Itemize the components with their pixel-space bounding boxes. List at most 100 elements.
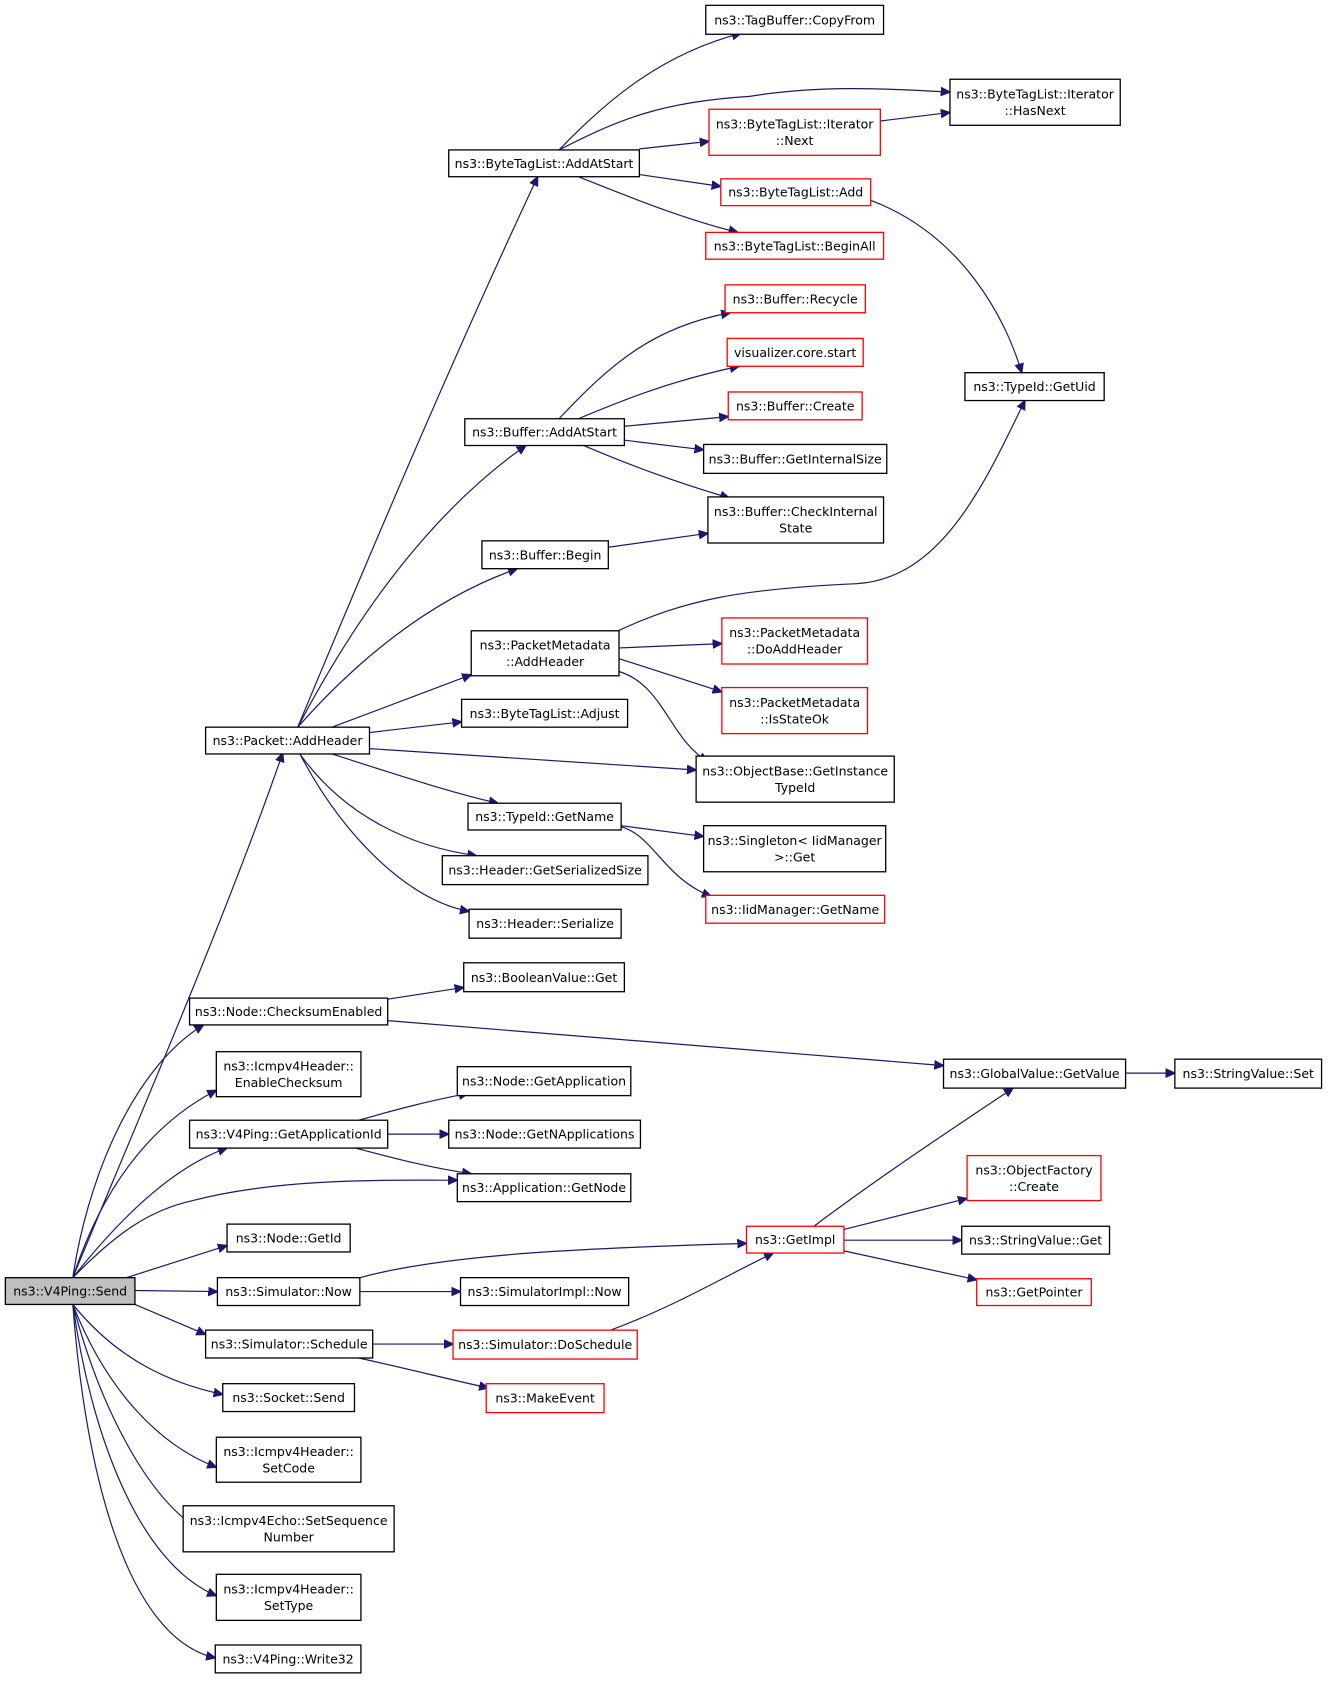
node-pm-isstateok[interactable]: ns3::PacketMetadata::IsStateOk: [721, 686, 869, 735]
node-makeevent[interactable]: ns3::MakeEvent: [485, 1383, 605, 1414]
edge-send-to-addheader: [73, 753, 283, 1278]
node-label: ::HasNext: [1005, 103, 1066, 118]
node-node-checksum[interactable]: ns3::Node::ChecksumEnabled: [188, 997, 389, 1026]
edge-bt_addatstart-to-bt_add: [639, 175, 720, 187]
node-typeid-getname[interactable]: ns3::TypeId::GetName: [467, 802, 622, 831]
node-buf-begin[interactable]: ns3::Buffer::Begin: [481, 540, 609, 570]
node-box: [468, 908, 622, 939]
node-getpointer[interactable]: ns3::GetPointer: [976, 1278, 1092, 1307]
node-label: ns3::Node::ChecksumEnabled: [195, 1004, 382, 1019]
node-label: ns3::Buffer::Recycle: [733, 291, 858, 306]
node-bt-beginall[interactable]: ns3::ByteTagList::BeginAll: [705, 231, 885, 260]
edge-line: [619, 671, 708, 761]
edge-line: [73, 1148, 227, 1278]
node-label: ::AddHeader: [506, 654, 585, 669]
edge-typeid_getname-to-singleton_get: [621, 826, 703, 837]
node-node-getnapps[interactable]: ns3::Node::GetNApplications: [448, 1119, 642, 1149]
node-buf-addatstart[interactable]: ns3::Buffer::AddAtStart: [464, 418, 626, 447]
edge-line: [610, 1253, 773, 1330]
edge-sim_now-to-getimpl: [360, 1243, 747, 1277]
node-tag-copyfrom[interactable]: ns3::TagBuffer::CopyFrom: [705, 4, 885, 35]
node-header-getsersize[interactable]: ns3::Header::GetSerializedSize: [441, 855, 649, 886]
node-icmp-enablechecksum[interactable]: ns3::Icmpv4Header::EnableChecksum: [215, 1051, 362, 1098]
node-label: ns3::ByteTagList::BeginAll: [714, 238, 876, 253]
node-gv-getvalue[interactable]: ns3::GlobalValue::GetValue: [942, 1058, 1127, 1089]
node-icmp-settype[interactable]: ns3::Icmpv4Header::SetType: [215, 1573, 362, 1622]
edge-getimpl-to-of_create: [844, 1198, 967, 1229]
node-box: [708, 108, 881, 156]
edge-addheader-to-header_serialize: [300, 754, 469, 911]
node-box: [470, 630, 620, 677]
node-bt-adjust[interactable]: ns3::ByteTagList::Adjust: [460, 698, 629, 728]
node-label: ns3::TagBuffer::CopyFrom: [714, 12, 875, 27]
node-bt-it-hasnext[interactable]: ns3::ByteTagList::Iterator::HasNext: [949, 78, 1121, 126]
node-box: [226, 1223, 351, 1253]
node-buf-create[interactable]: ns3::Buffer::Create: [727, 391, 863, 421]
node-typeid-getuid[interactable]: ns3::TypeId::GetUid: [964, 372, 1105, 402]
node-sim-now[interactable]: ns3::Simulator::Now: [216, 1277, 361, 1307]
node-addheader[interactable]: ns3::Packet::AddHeader: [204, 726, 371, 755]
node-v4-write32[interactable]: ns3::V4Ping::Write32: [214, 1644, 362, 1674]
node-sv-set[interactable]: ns3::StringValue::Set: [1174, 1058, 1323, 1089]
edge-bt_add-to-typeid_getuid: [871, 200, 1022, 372]
node-sv-get[interactable]: ns3::StringValue::Get: [961, 1225, 1111, 1255]
node-box: [222, 1383, 356, 1413]
node-box: [188, 1119, 389, 1149]
node-label: ns3::V4Ping::Write32: [222, 1651, 353, 1666]
node-label: ns3::GlobalValue::GetValue: [950, 1066, 1120, 1081]
node-label: ns3::Simulator::Schedule: [211, 1337, 368, 1352]
edge-addheader-to-ob_getinstancetypeid: [369, 749, 696, 770]
node-singleton-get[interactable]: ns3::Singleton< IidManager>::Get: [702, 825, 887, 873]
node-v4-getappid[interactable]: ns3::V4Ping::GetApplicationId: [188, 1119, 389, 1149]
node-iid-getname[interactable]: ns3::IidManager::GetName: [705, 894, 886, 924]
node-label: ns3::Buffer::CheckInternal: [714, 504, 878, 519]
node-icmp-setcode[interactable]: ns3::Icmpv4Header::SetCode: [215, 1436, 362, 1483]
node-simimpl-now[interactable]: ns3::SimulatorImpl::Now: [459, 1277, 630, 1307]
node-bt-addatstart[interactable]: ns3::ByteTagList::AddAtStart: [448, 149, 641, 178]
node-node-getid[interactable]: ns3::Node::GetId: [226, 1223, 351, 1253]
node-sim-schedule[interactable]: ns3::Simulator::Schedule: [204, 1329, 374, 1359]
node-pm-addheader[interactable]: ns3::PacketMetadata::AddHeader: [470, 630, 620, 677]
edge-line: [619, 644, 722, 648]
node-of-create[interactable]: ns3::ObjectFactory::Create: [966, 1154, 1102, 1202]
edge-buf_addatstart-to-buf_checkinternal: [584, 446, 730, 498]
node-send[interactable]: ns3::V4Ping::Send: [4, 1277, 136, 1306]
node-label: ns3::V4Ping::GetApplicationId: [196, 1127, 382, 1142]
node-label: ns3::StringValue::Set: [1183, 1066, 1314, 1081]
edge-typeid_getname-to-iid_getname: [621, 827, 711, 897]
node-box: [448, 1119, 642, 1149]
node-pm-doaddheader[interactable]: ns3::PacketMetadata::DoAddHeader: [721, 617, 869, 665]
node-node-getapp[interactable]: ns3::Node::GetApplication: [456, 1066, 632, 1097]
edge-line: [624, 417, 728, 427]
node-getimpl[interactable]: ns3::GetImpl: [745, 1225, 845, 1254]
edge-line: [332, 754, 498, 803]
node-boolvalue-get[interactable]: ns3::BooleanValue::Get: [463, 962, 626, 993]
node-viz-start[interactable]: visualizer.core.start: [726, 337, 864, 367]
node-header-serialize[interactable]: ns3::Header::Serialize: [468, 908, 622, 939]
node-box: [215, 1436, 362, 1483]
node-label: ns3::ObjectBase::GetInstance: [702, 763, 888, 778]
edge-send-to-node_getid: [126, 1246, 227, 1278]
node-label: ns3::Buffer::Begin: [489, 547, 602, 562]
edge-line: [608, 533, 708, 547]
node-bt-add[interactable]: ns3::ByteTagList::Add: [720, 178, 872, 207]
edge-line: [356, 1148, 472, 1174]
node-app-getnode[interactable]: ns3::Application::GetNode: [456, 1173, 632, 1203]
node-label: Number: [264, 1530, 315, 1545]
edge-line: [584, 446, 730, 498]
node-socket-send[interactable]: ns3::Socket::Send: [222, 1383, 356, 1413]
node-box: [485, 1383, 605, 1414]
edge-buf_addatstart-to-buf_recycle: [559, 313, 730, 419]
node-box: [215, 1051, 362, 1098]
node-buf-recycle[interactable]: ns3::Buffer::Recycle: [724, 284, 866, 314]
node-label: ns3::GetImpl: [755, 1232, 835, 1247]
edge-line: [618, 401, 1025, 631]
node-sim-doschedule[interactable]: ns3::Simulator::DoSchedule: [452, 1329, 638, 1360]
node-bt-it-next[interactable]: ns3::ByteTagList::Iterator::Next: [708, 108, 881, 156]
node-buf-getinternalsize[interactable]: ns3::Buffer::GetInternalSize: [702, 443, 888, 475]
node-box: [707, 496, 885, 544]
edge-line: [73, 1304, 217, 1467]
